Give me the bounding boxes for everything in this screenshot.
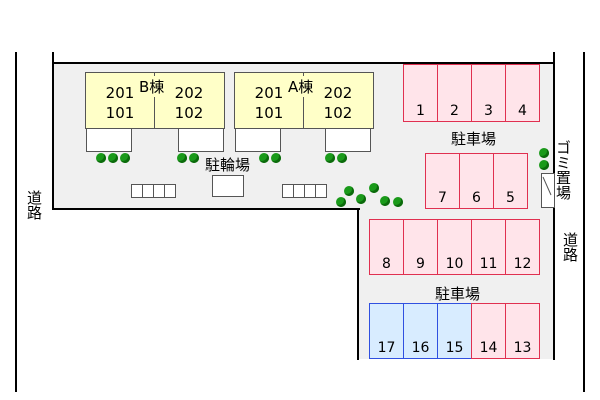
parking-stall: 2: [437, 64, 472, 122]
parking-stall-blue: 15: [437, 303, 472, 359]
parking-stall: 10: [437, 219, 472, 275]
unit-a-202: 202: [323, 84, 353, 102]
building-b-left-units: 201 101: [86, 83, 154, 123]
tree-icon: [336, 197, 346, 207]
parking-row-1: 1 2 3 4: [403, 64, 540, 122]
parking-label-top: 駐車場: [451, 130, 497, 148]
road-right-edge: [583, 52, 585, 392]
bicycle-racks-right: [282, 184, 327, 198]
parking-stall: 14: [471, 303, 506, 359]
tree-icon: [369, 183, 379, 193]
parking-stall: 5: [493, 153, 528, 209]
tree-icon: [539, 160, 549, 170]
tree-icon: [337, 153, 347, 163]
parking-stall-blue: 16: [403, 303, 438, 359]
bicycle-shed: [212, 175, 244, 197]
bicycle-parking-label: 駐輪場: [205, 156, 251, 174]
garbage-label: ゴミ置場: [554, 140, 572, 200]
parking-stall-blue: 17: [369, 303, 404, 359]
building-b-label: B棟: [138, 76, 166, 97]
tree-icon: [393, 197, 403, 207]
tree-icon: [539, 148, 549, 158]
tree-icon: [325, 153, 335, 163]
tree-icon: [177, 153, 187, 163]
site-top-boundary: [53, 62, 555, 64]
building-a-divider: [303, 72, 304, 129]
parking-stall: 11: [471, 219, 506, 275]
unit-b-101: 101: [105, 104, 135, 122]
tree-icon: [120, 153, 130, 163]
building-b-balcony-left: [86, 128, 132, 152]
parking-stall: 9: [403, 219, 438, 275]
unit-a-201: 201: [254, 84, 284, 102]
unit-b-202: 202: [174, 84, 204, 102]
parking-row-4: 17 16 15 14 13: [369, 303, 540, 359]
tree-icon: [259, 153, 269, 163]
garbage-area: [541, 173, 555, 208]
tree-icon: [344, 186, 354, 196]
tree-icon: [108, 153, 118, 163]
building-b-balcony-right: [178, 128, 224, 152]
building-b-right-units: 202 102: [155, 83, 223, 123]
site-inner-boundary: [357, 208, 359, 360]
road-label-right: 道路: [561, 232, 579, 262]
road-left-edge: [15, 52, 17, 392]
tree-icon: [356, 194, 366, 204]
unit-a-102: 102: [323, 104, 353, 122]
tree-icon: [189, 153, 199, 163]
parking-row-2: 7 6 5: [425, 153, 528, 209]
bicycle-racks-left: [131, 184, 176, 198]
tree-icon: [271, 153, 281, 163]
parking-stall: 13: [505, 303, 540, 359]
parking-stall: 4: [505, 64, 540, 122]
garbage-door-icon: [542, 176, 552, 196]
tree-icon: [96, 153, 106, 163]
parking-stall: 12: [505, 219, 540, 275]
parking-row-3: 8 9 10 11 12: [369, 219, 540, 275]
unit-b-201: 201: [105, 84, 135, 102]
building-b-divider: [154, 72, 155, 129]
building-a-left-units: 201 101: [235, 83, 303, 123]
tree-icon: [380, 196, 390, 206]
parking-stall: 6: [459, 153, 494, 209]
parking-stall: 7: [425, 153, 460, 209]
site-bottom-left-boundary: [52, 208, 360, 210]
unit-a-101: 101: [254, 104, 284, 122]
building-a-label: A棟: [287, 76, 315, 97]
parking-stall: 3: [471, 64, 506, 122]
building-a-right-units: 202 102: [304, 83, 372, 123]
building-a-balcony-right: [325, 128, 371, 152]
parking-stall: 1: [403, 64, 438, 122]
site-left-boundary: [52, 52, 54, 209]
parking-label-bottom: 駐車場: [435, 285, 481, 303]
unit-b-102: 102: [174, 104, 204, 122]
building-a-balcony-left: [235, 128, 281, 152]
parking-stall: 8: [369, 219, 404, 275]
road-label-left: 道路: [25, 190, 43, 220]
